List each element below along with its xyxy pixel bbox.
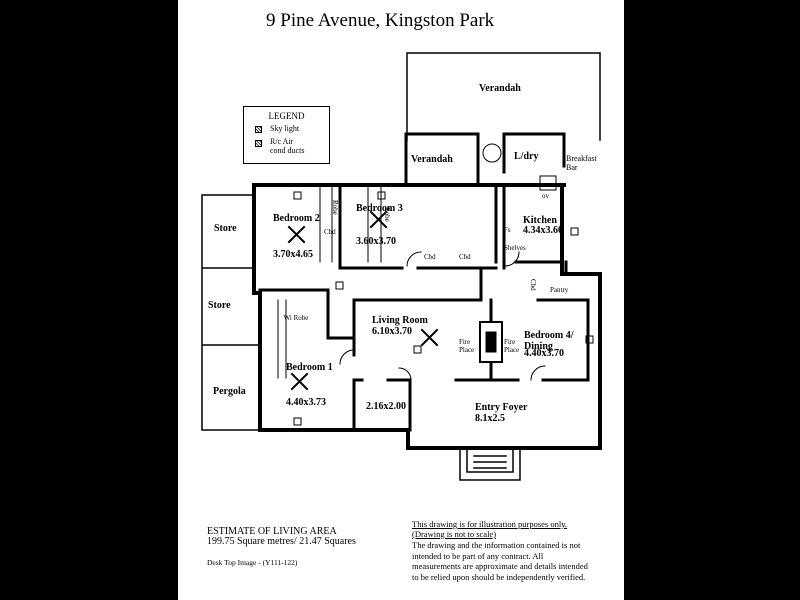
room-laundry: L/dry bbox=[514, 151, 539, 162]
label-robe-bedroom-3: Robe bbox=[383, 207, 391, 222]
room-bedroom-1: Bedroom 1 bbox=[286, 362, 333, 373]
room-verandah-left: Verandah bbox=[411, 154, 453, 165]
laundry-fixture bbox=[482, 143, 502, 163]
room-bedroom-4: Bedroom 4/ Dining bbox=[524, 330, 574, 352]
label-cbd-kitchen: Cbd bbox=[529, 279, 537, 291]
robe-walls bbox=[277, 185, 382, 379]
room-bedroom-2: Bedroom 2 bbox=[273, 213, 320, 224]
legend-item-air-duct: R/c Air cond ducts bbox=[270, 137, 305, 155]
label-fireplace-right: Fire Place bbox=[504, 338, 520, 355]
room-study-size: 2.16x2.00 bbox=[366, 401, 406, 412]
label-robe-bedroom-2: Robe bbox=[331, 200, 339, 215]
disclaimer-line-2: (Drawing is not to scale) bbox=[412, 529, 497, 539]
page-title: 9 Pine Avenue, Kingston Park bbox=[266, 10, 495, 31]
label-cbd-bedroom-2: Cbd bbox=[324, 228, 336, 236]
disclaimer-body: The drawing and the information containe… bbox=[412, 540, 588, 582]
room-entry-foyer-size: 8.1x2.5 bbox=[475, 413, 505, 424]
room-entry-foyer: Entry Foyer bbox=[475, 402, 528, 413]
room-living-size: 6.10x3.70 bbox=[372, 326, 412, 337]
legend-title: LEGEND bbox=[268, 111, 305, 121]
service-block-walls bbox=[404, 132, 566, 187]
room-store-1: Store bbox=[214, 223, 237, 234]
room-bedroom-3: Bedroom 3 bbox=[356, 203, 403, 214]
label-pantry: Pantry bbox=[550, 286, 569, 294]
label-cbd-1: Cbd bbox=[424, 253, 436, 261]
skylight-icon bbox=[255, 126, 262, 133]
room-bedroom-4-size: 4.40x3.70 bbox=[524, 348, 564, 359]
outer-wall bbox=[252, 183, 602, 450]
ceiling-fans bbox=[287, 210, 439, 391]
floor-plan-sheet: 9 Pine Avenue, Kingston Park LEGEND Sky … bbox=[178, 0, 624, 600]
disclaimer-line-1: This drawing is for illustration purpose… bbox=[412, 519, 568, 529]
label-oven: ov bbox=[542, 192, 549, 200]
label-fs: Fs bbox=[504, 226, 511, 234]
floor-plan-drawing bbox=[201, 52, 602, 481]
estimate-heading: ESTIMATE OF LIVING AREA bbox=[207, 526, 337, 537]
entry-steps bbox=[459, 447, 521, 481]
kitchen-stove bbox=[539, 175, 557, 191]
label-wi-robe: Wi Robe bbox=[283, 314, 309, 322]
store-walls bbox=[201, 194, 261, 431]
room-kitchen-size: 4.34x3.60 bbox=[523, 225, 563, 236]
label-shelves: Shelves bbox=[504, 244, 526, 252]
air-duct-markers bbox=[293, 191, 594, 426]
air-duct-icon bbox=[255, 140, 262, 147]
label-fireplace-left: Fire Place bbox=[459, 338, 475, 355]
room-bedroom-1-size: 4.40x3.73 bbox=[286, 397, 326, 408]
room-kitchen: Kitchen bbox=[523, 215, 557, 226]
room-store-2: Store bbox=[208, 300, 231, 311]
legend-item-skylight: Sky light bbox=[270, 124, 300, 133]
fireplace-hearth bbox=[485, 331, 497, 353]
door-swings bbox=[339, 251, 546, 381]
room-living: Living Room bbox=[372, 315, 428, 326]
room-verandah-top: Verandah bbox=[479, 83, 521, 94]
inner-walls bbox=[258, 183, 590, 432]
room-pergola: Pergola bbox=[213, 386, 246, 397]
estimate-value: 199.75 Square metres/ 21.47 Squares bbox=[207, 536, 356, 547]
legend: LEGEND Sky light R/c Air cond ducts bbox=[243, 106, 330, 164]
label-cbd-2: Cbd bbox=[459, 253, 471, 261]
label-breakfast-bar: Breakfast Bar bbox=[566, 154, 597, 172]
image-reference: Desk Top Image - (Y111-122) bbox=[207, 558, 298, 567]
room-bedroom-3-size: 3.60x3.70 bbox=[356, 236, 396, 247]
verandah-outline bbox=[406, 52, 601, 141]
room-bedroom-2-size: 3.70x4.65 bbox=[273, 249, 313, 260]
